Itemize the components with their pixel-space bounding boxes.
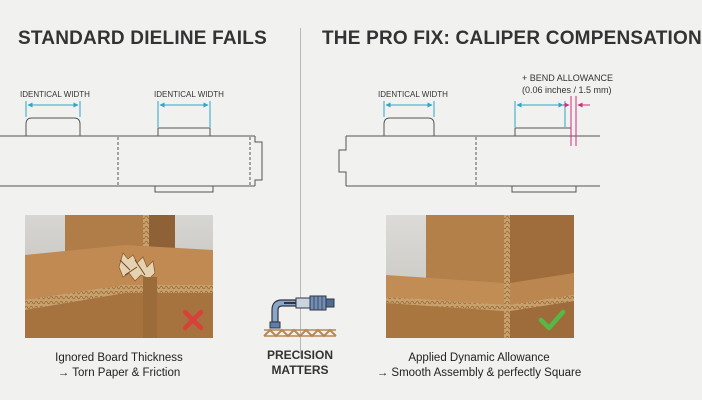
panel-divider xyxy=(300,28,301,358)
check-mark-icon xyxy=(538,309,566,331)
left-photo-torn-cardboard xyxy=(25,215,213,338)
right-dieline xyxy=(338,117,600,193)
bend-allowance-value: (0.06 inches / 1.5 mm) xyxy=(522,85,612,95)
bend-allowance-label: + BEND ALLOWANCE (0.06 inches / 1.5 mm) xyxy=(522,72,613,96)
micrometer-icon xyxy=(263,295,337,338)
right-caption-line2: → Smooth Assembly & perfectly Square xyxy=(376,367,582,379)
right-caption: Applied Dynamic Allowance → Smooth Assem… xyxy=(364,351,594,381)
precision-label: PRECISION MATTERS xyxy=(256,348,344,378)
right-dim-label-1: IDENTICAL WIDTH xyxy=(378,90,448,99)
left-caption: Ignored Board Thickness → Torn Paper & F… xyxy=(4,351,234,381)
x-mark-icon xyxy=(182,309,204,331)
left-caption-line1: Ignored Board Thickness xyxy=(55,352,183,364)
left-dim-label-1: IDENTICAL WIDTH xyxy=(20,90,90,99)
right-panel-title: THE PRO FIX: CALIPER COMPENSATION xyxy=(322,28,702,49)
right-caption-line1: Applied Dynamic Allowance xyxy=(408,352,550,364)
bend-allowance-title: + BEND ALLOWANCE xyxy=(522,73,613,83)
precision-label-line1: PRECISION xyxy=(266,348,333,362)
dieline-diagrams xyxy=(0,96,600,193)
right-photo-square-cardboard xyxy=(386,215,574,338)
left-dimension-lines xyxy=(25,101,211,127)
left-caption-line2: → Torn Paper & Friction xyxy=(57,367,181,379)
right-dimension-lines xyxy=(383,101,566,127)
bend-allowance-marks xyxy=(563,96,590,146)
left-panel-title: STANDARD DIELINE FAILS xyxy=(18,28,267,49)
left-dim-label-2: IDENTICAL WIDTH xyxy=(154,90,224,99)
left-dieline xyxy=(0,117,263,193)
precision-label-line2: MATTERS xyxy=(271,363,329,377)
